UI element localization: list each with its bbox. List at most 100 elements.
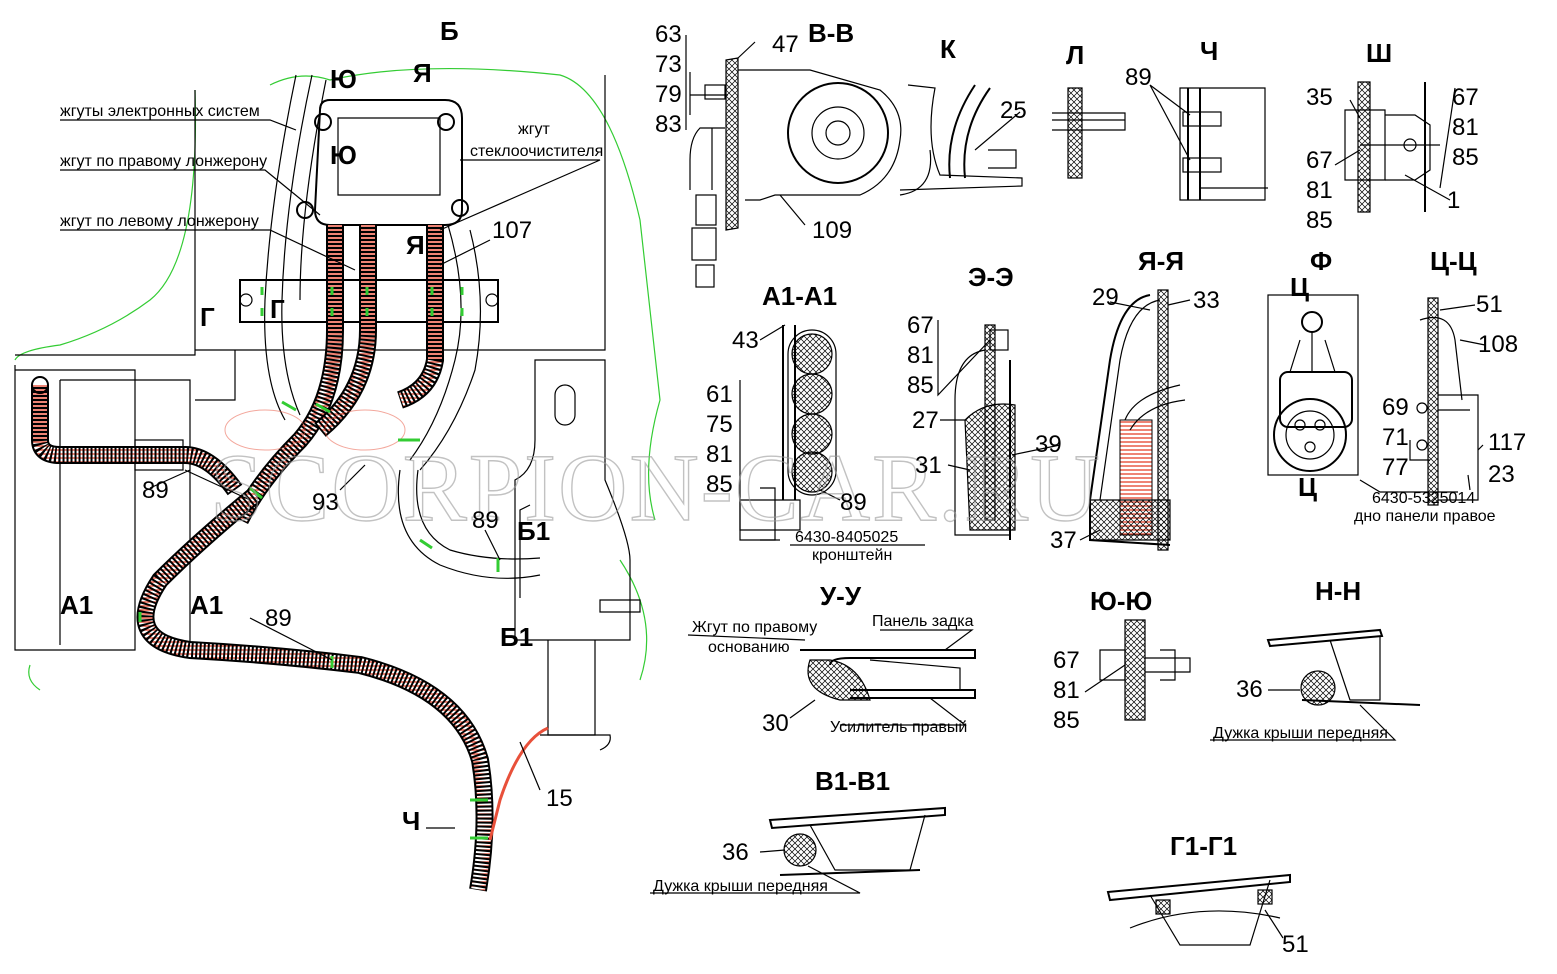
callout-a1-89: 89: [840, 489, 867, 516]
callout-uu-30: 30: [762, 710, 789, 737]
callout-sh-67-right: 67: [1452, 84, 1479, 111]
title-a1-a1: А1-А1: [762, 281, 837, 311]
marker-ts-top: Ц: [1290, 272, 1309, 302]
label-roof-arch-front-1: Дужка крыши передняя: [1213, 725, 1388, 742]
callout-main-89-c: 89: [265, 605, 292, 632]
callout-tsts-51: 51: [1476, 291, 1503, 318]
title-u-u: У-У: [820, 581, 862, 611]
title-sh: Ш: [1366, 38, 1392, 68]
callout-tsts-71: 71: [1382, 424, 1409, 451]
title-ya-ya: Я-Я: [1138, 246, 1184, 276]
section-l: [1052, 87, 1126, 179]
label-harness-wiper-1: жгут: [518, 121, 551, 138]
callout-main-15: 15: [546, 785, 573, 812]
callout-yuyu-81: 81: [1053, 677, 1080, 704]
callout-main-89-a: 89: [142, 477, 169, 504]
title-f: Ф: [1310, 246, 1332, 276]
label-bracket-name: кронштейн: [812, 547, 892, 564]
marker-ya-top: Я: [413, 58, 432, 88]
callout-vv-73: 73: [655, 51, 682, 78]
title-n-n: Н-Н: [1315, 576, 1361, 606]
section-f: [1267, 294, 1359, 476]
label-harness-right-base-1: Жгут по правому: [692, 619, 817, 636]
callout-v1-36: 36: [722, 839, 749, 866]
marker-b1-bottom: Б1: [500, 622, 533, 652]
label-panel-rear: Панель задка: [872, 613, 974, 630]
callout-a1-43: 43: [732, 327, 759, 354]
watermark-text: SCORPION-CAR.RU: [210, 434, 1102, 541]
callout-k-25: 25: [1000, 97, 1027, 124]
callout-yuyu-85: 85: [1053, 707, 1080, 734]
marker-ts-bottom: Ц: [1298, 472, 1317, 502]
section-e-e: [954, 324, 1016, 540]
callout-yuyu-67: 67: [1053, 647, 1080, 674]
callout-tsts-77: 77: [1382, 454, 1409, 481]
title-e-e: Э-Э: [968, 262, 1014, 292]
callout-tsts-69: 69: [1382, 394, 1409, 421]
label-roof-arch-front-2: Дужка крыши передняя: [653, 878, 828, 895]
label-panel-name: дно панели правое: [1354, 508, 1496, 525]
callout-sh-85-right: 85: [1452, 144, 1479, 171]
section-ts-ts: [1416, 297, 1479, 506]
callout-sh-81-right: 81: [1452, 114, 1479, 141]
section-k: [899, 84, 1023, 196]
marker-b1-top: Б1: [517, 516, 550, 546]
callout-ee-39: 39: [1035, 431, 1062, 458]
title-ts-ts: Ц-Ц: [1430, 246, 1477, 276]
label-harness-left-spar: жгут по левому лонжерону: [60, 213, 259, 230]
label-bracket-code: 6430-8405025: [795, 529, 898, 546]
callout-ee-85: 85: [907, 372, 934, 399]
callout-a1-81: 81: [706, 441, 733, 468]
section-yu-yu: [1099, 619, 1191, 721]
label-harness-wiper-2: стеклоочистителя: [470, 143, 603, 160]
section-a1-a1: [739, 325, 837, 541]
callout-vv-83: 83: [655, 111, 682, 138]
callout-a1-61: 61: [706, 381, 733, 408]
callout-ee-67: 67: [907, 312, 934, 339]
callout-tsts-23: 23: [1488, 461, 1515, 488]
title-k: К: [940, 34, 956, 64]
section-u-u: [800, 649, 976, 701]
callout-ch-89: 89: [1125, 64, 1152, 91]
callout-a1-75: 75: [706, 411, 733, 438]
title-l: Л: [1066, 40, 1084, 70]
callout-main-107: 107: [492, 217, 532, 244]
label-panel-code: 6430-5325014: [1372, 490, 1475, 507]
title-v1-v1: В1-В1: [815, 766, 890, 796]
section-v1-v1: [768, 806, 946, 876]
leader-lines: [60, 35, 1486, 939]
callout-tsts-117: 117: [1488, 429, 1526, 456]
title-ch: Ч: [1200, 36, 1218, 66]
callout-main-93: 93: [312, 489, 339, 516]
title-g1-g1: Г1-Г1: [1170, 831, 1237, 861]
section-sh: [1344, 81, 1440, 213]
callout-vv-47: 47: [772, 31, 799, 58]
callout-g1-51: 51: [1282, 931, 1309, 958]
marker-a1-left: А1: [60, 590, 93, 620]
callout-ee-31: 31: [915, 452, 942, 479]
section-g1-g1: [1106, 873, 1291, 946]
callout-nn-36: 36: [1236, 676, 1263, 703]
section-ya-ya: [1089, 289, 1186, 551]
callout-numbers: 63 73 79 83 47 109 25 89 67 81 85 35 67 …: [142, 21, 1526, 958]
callout-yaya-29: 29: [1092, 284, 1119, 311]
label-harness-right-base-2: основанию: [708, 639, 790, 656]
section-titles: Б В-В К Л Ч Ш А1-А1 Э-Э Я-Я Ф Ц-Ц У-У Ю-…: [440, 16, 1477, 861]
marker-ch-arrow: Ч: [402, 806, 420, 836]
title-b: Б: [440, 16, 459, 46]
callout-main-89-b: 89: [472, 507, 499, 534]
callout-a1-85: 85: [706, 471, 733, 498]
callout-ee-81: 81: [907, 342, 934, 369]
title-v-v: В-В: [808, 18, 854, 48]
main-assembly-view: [14, 67, 661, 892]
callout-yaya-37: 37: [1050, 527, 1077, 554]
callout-sh-67-left: 67: [1306, 147, 1333, 174]
callout-yaya-33: 33: [1193, 287, 1220, 314]
section-n-n: [1266, 628, 1421, 706]
label-harness-right-spar: жгут по правому лонжерону: [60, 153, 267, 170]
callout-sh-85-left: 85: [1306, 207, 1333, 234]
callout-ee-27: 27: [912, 407, 939, 434]
section-v-v: [689, 57, 902, 288]
view-markers: Ю Ю Я Я Г Г А1 А1 Б1 Б1 Ч Ц Ц: [60, 58, 1317, 836]
callout-sh-1: 1: [1447, 187, 1460, 214]
